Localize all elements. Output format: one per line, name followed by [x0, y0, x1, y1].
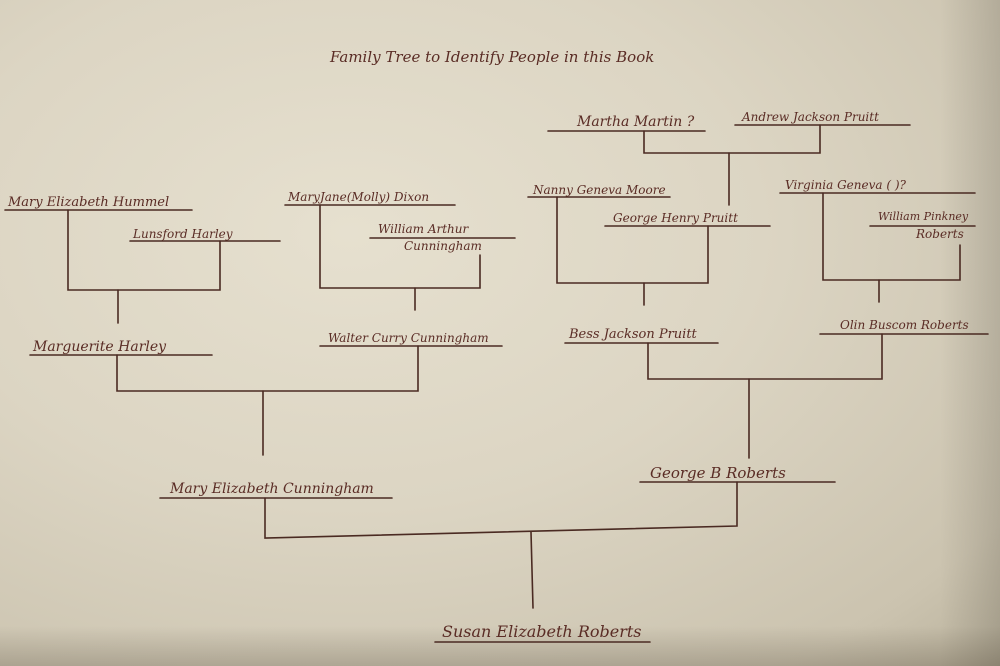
person-george-b-roberts: George B Roberts	[650, 464, 786, 482]
connector-moore-pruitt	[556, 196, 709, 284]
page-title: Family Tree to Identify People in this B…	[330, 48, 655, 66]
person-mary-jane-dixon: MaryJane(Molly) Dixon	[288, 190, 430, 204]
person-mary-elizabeth-hummel: Mary Elizabeth Hummel	[8, 195, 170, 210]
connector-pruitt-martin	[643, 124, 821, 154]
person-walter-curry-cunningham: Walter Curry Cunningham	[328, 331, 489, 345]
descent-to-susan-roberts	[530, 531, 534, 609]
person-bess-jackson-pruitt: Bess Jackson Pruitt	[569, 327, 697, 342]
person-martha-martin: Martha Martin ?	[577, 114, 695, 130]
person-george-henry-pruitt: George Henry Pruitt	[613, 211, 738, 225]
connector-hummel-harley	[67, 209, 221, 291]
person-marguerite-harley: Marguerite Harley	[33, 339, 167, 355]
connector-bess-olin	[647, 333, 883, 380]
person-nanny-geneva-moore: Nanny Geneva Moore	[533, 183, 666, 197]
person-susan-elizabeth-roberts: Susan Elizabeth Roberts	[442, 622, 642, 641]
connector-dixon-cunningham	[319, 204, 481, 289]
person-lunsford-harley: Lunsford Harley	[133, 227, 233, 241]
person-mary-elizabeth-cunningham: Mary Elizabeth Cunningham	[170, 481, 374, 497]
connector-marguerite-walter	[116, 345, 419, 392]
connector-cunningham-roberts	[264, 481, 738, 539]
paper-shadow	[940, 0, 1000, 666]
person-william-pinkney-roberts-line2: Roberts	[916, 227, 964, 241]
connector-virginia-roberts	[822, 192, 961, 281]
person-virginia-geneva: Virginia Geneva ( )?	[785, 178, 906, 192]
paper-shadow	[0, 626, 1000, 666]
person-william-arthur-cunningham-line2: Cunningham	[404, 239, 482, 253]
person-olin-buscom-roberts: Olin Buscom Roberts	[840, 318, 969, 332]
person-william-arthur-cunningham-line1: William Arthur	[378, 222, 469, 236]
person-andrew-jackson-pruitt: Andrew Jackson Pruitt	[742, 110, 879, 124]
person-william-pinkney-roberts-line1: William Pinkney	[878, 210, 969, 223]
